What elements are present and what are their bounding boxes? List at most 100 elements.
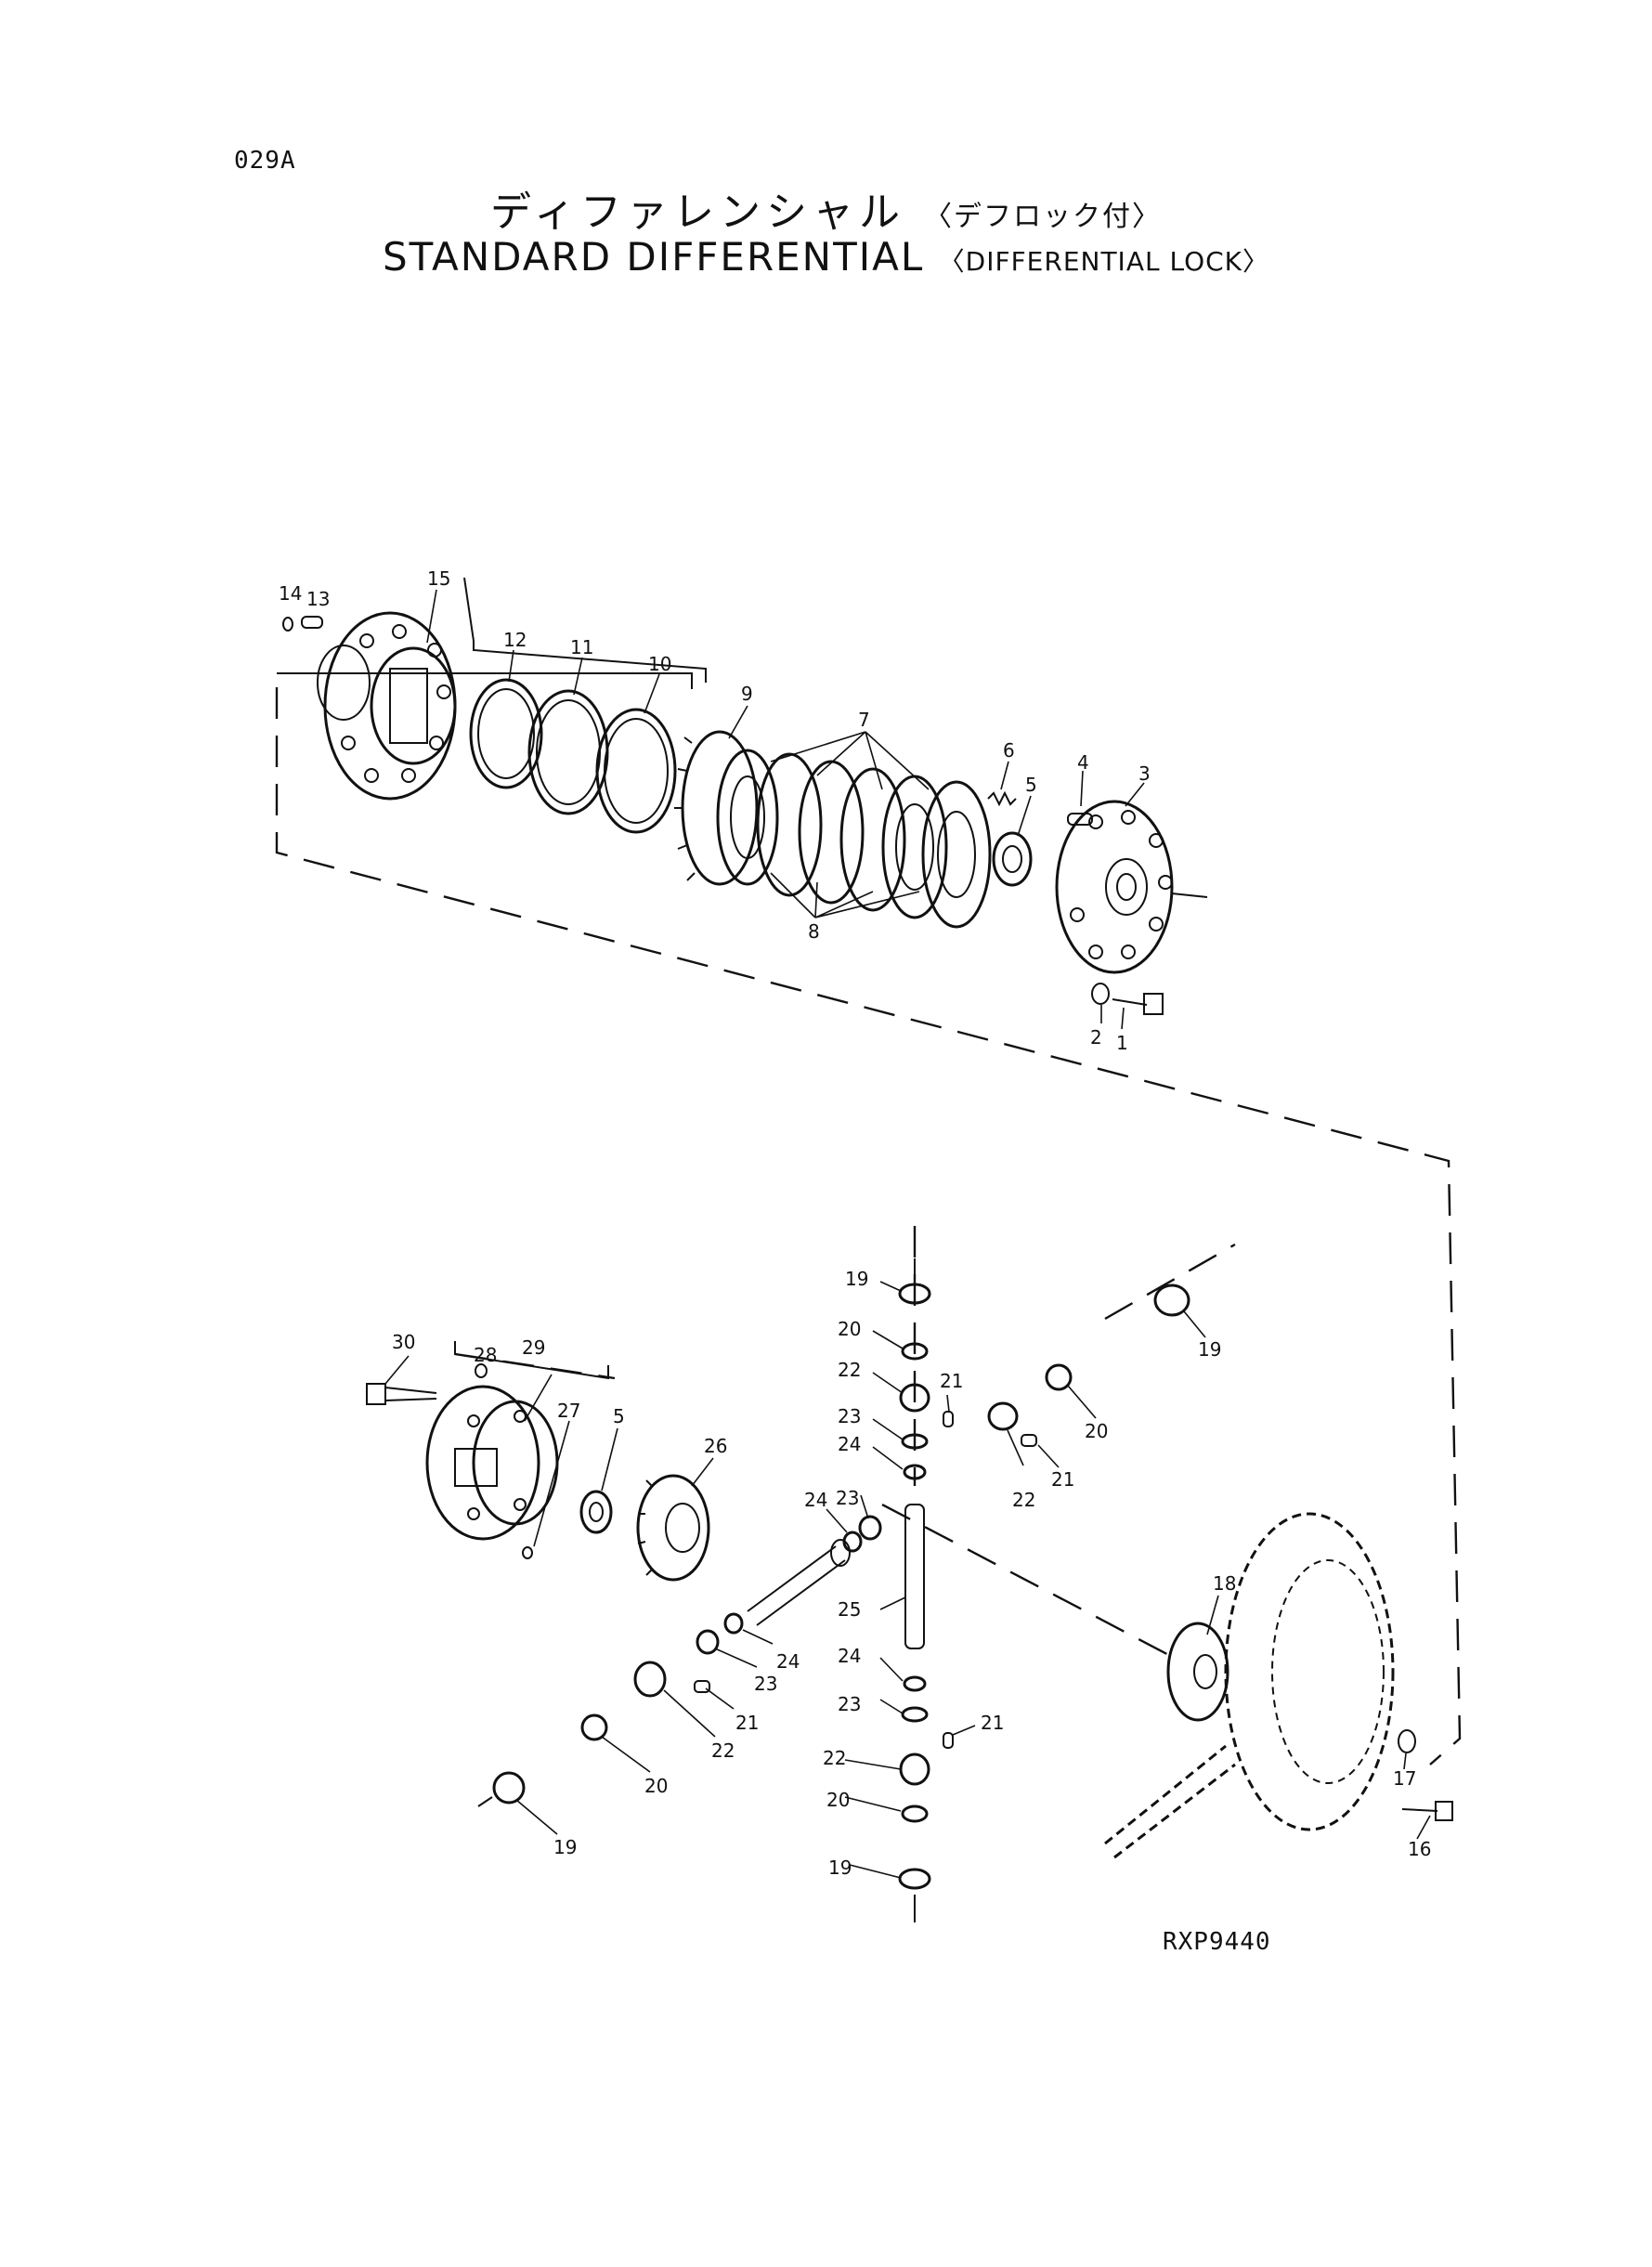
callout-10: 10	[648, 653, 671, 675]
leader-lines	[384, 589, 1431, 1879]
title-en-sub: 〈DIFFERENTIAL LOCK〉	[938, 246, 1270, 277]
callout-3: 3	[1138, 762, 1151, 785]
callout-5-lower: 5	[613, 1405, 625, 1427]
thrust-washer-part-19-bottom	[898, 1868, 931, 1890]
callout-24-bottom: 24	[838, 1645, 861, 1667]
title-en-main: STANDARD DIFFERENTIAL	[382, 234, 925, 280]
pinion-gear-part-22-top	[899, 1383, 930, 1413]
callout-16: 16	[1408, 1838, 1431, 1860]
pin-part-21-bottom	[943, 1732, 954, 1749]
bushing-part-24-bottom	[903, 1675, 927, 1692]
callout-1: 1	[1116, 1032, 1128, 1054]
callout-23-left: 23	[754, 1673, 777, 1695]
callout-6: 6	[1003, 739, 1015, 762]
callout-20-bottom: 20	[826, 1789, 850, 1811]
callout-22-left: 22	[711, 1739, 735, 1762]
lower-differential-assembly	[366, 1258, 1453, 1922]
pin-part-21-right	[1021, 1434, 1037, 1447]
title-jp-main: ディファレンシャル	[490, 189, 905, 236]
callout-9: 9	[741, 683, 753, 705]
pinion-stack-upper	[898, 1283, 931, 1480]
callout-2: 2	[1090, 1026, 1102, 1049]
washer-part-2	[1091, 983, 1110, 1005]
washer-part-23-bottom	[901, 1706, 929, 1723]
callout-18: 18	[1213, 1572, 1236, 1595]
callout-19-bottom: 19	[828, 1857, 852, 1879]
title-japanese: ディファレンシャル 〈デフロック付〉	[0, 178, 1652, 238]
washer-part-5-upper	[992, 831, 1033, 887]
upper-clutch-assembly	[282, 577, 1208, 1015]
title-jp-sub: 〈デフロック付〉	[923, 201, 1162, 233]
callout-27: 27	[557, 1400, 580, 1422]
callout-21-left: 21	[735, 1712, 759, 1734]
title-english: STANDARD DIFFERENTIAL 〈DIFFERENTIAL LOCK…	[0, 234, 1652, 280]
callout-15: 15	[427, 567, 450, 590]
bushing-part-24-lower-left	[723, 1612, 744, 1635]
callout-20-right: 20	[1085, 1420, 1108, 1442]
washer-part-23-left	[858, 1515, 882, 1541]
ring-gear-and-drive-pinion	[1104, 1512, 1395, 1859]
bushing-part-24-left	[842, 1531, 863, 1553]
differential-case-part-29	[425, 1385, 559, 1541]
washer-part-20-bottom	[901, 1804, 929, 1823]
callout-22-right: 22	[1012, 1489, 1035, 1511]
plug-part-28	[475, 1363, 488, 1378]
thrust-washer-part-19-right	[1153, 1283, 1190, 1317]
ring-part-11	[527, 689, 609, 815]
callout-19-top: 19	[845, 1268, 868, 1290]
washer-part-20-top	[901, 1342, 929, 1361]
washer-part-20-right	[1045, 1363, 1073, 1391]
callout-29: 29	[522, 1336, 545, 1359]
callout-23-top: 23	[838, 1405, 861, 1427]
side-gear-part-26	[636, 1474, 710, 1582]
callout-8: 8	[808, 920, 820, 943]
clutch-housing-part-15	[317, 611, 457, 801]
callout-22-bottom: 22	[823, 1747, 846, 1769]
pinion-gear-part-22-right	[987, 1401, 1019, 1431]
callout-12: 12	[503, 629, 527, 651]
callout-23-bottom: 23	[838, 1693, 861, 1715]
pin-part-4	[1067, 813, 1093, 826]
callout-28: 28	[474, 1344, 497, 1366]
washer-part-5-lower	[579, 1490, 613, 1534]
pinion-gear-part-22-left	[633, 1661, 667, 1698]
ring-part-12	[469, 678, 543, 789]
lock-plate-part-17	[1398, 1729, 1416, 1753]
spring-part-6	[987, 790, 1017, 807]
callout-4: 4	[1077, 751, 1089, 774]
callout-24-top: 24	[838, 1433, 861, 1455]
cover-part-3	[1055, 800, 1208, 974]
callout-22-top: 22	[838, 1359, 861, 1381]
pin-part-21-top	[943, 1411, 954, 1427]
callout-20-left: 20	[644, 1775, 668, 1797]
washer-part-20-left	[580, 1713, 608, 1741]
washer-part-23-lower-left	[696, 1629, 720, 1655]
thrust-washer-part-19-left	[492, 1771, 526, 1804]
callout-21-bottom: 21	[981, 1712, 1004, 1734]
thrust-washer-part-19-top	[898, 1283, 931, 1305]
callout-23-mid: 23	[836, 1487, 859, 1509]
bushing-part-24-top	[903, 1464, 927, 1480]
callout-24-mid: 24	[804, 1489, 827, 1511]
callout-30: 30	[392, 1331, 415, 1353]
pin-part-13	[301, 616, 323, 629]
pinion-part-18	[1166, 1622, 1229, 1722]
callout-7: 7	[858, 709, 870, 731]
callout-11: 11	[570, 636, 593, 658]
callout-5-upper: 5	[1025, 774, 1037, 796]
gear-plate-part-9	[674, 730, 759, 886]
page-code: 029A	[234, 147, 296, 175]
ring-part-27	[522, 1546, 533, 1559]
assembly-dashed-lines	[275, 672, 1462, 1765]
friction-disc-stack-parts-7-8	[716, 749, 992, 929]
callout-labels: 1 2 3 4 5 6 7 8 9 10 11 12 13 14 15 16 1…	[279, 567, 1431, 1879]
bolt-part-16	[1401, 1801, 1453, 1821]
callout-17: 17	[1393, 1767, 1416, 1790]
callout-20-top: 20	[838, 1318, 861, 1340]
ring-part-14	[282, 617, 293, 632]
callout-21-right: 21	[1051, 1468, 1074, 1491]
reference-code: RXP9440	[1163, 1928, 1271, 1956]
pinion-gear-part-22-bottom	[899, 1752, 930, 1786]
bolt-part-30	[366, 1383, 437, 1405]
washer-part-23-top	[901, 1433, 929, 1450]
